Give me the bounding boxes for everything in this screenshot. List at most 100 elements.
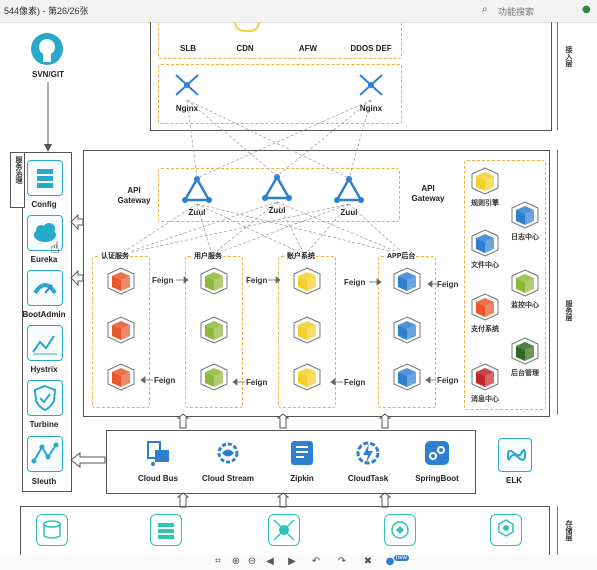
tool-label: Cloud Bus — [138, 474, 178, 483]
feign-label: Feign — [344, 278, 366, 287]
feign-label: Feign — [246, 276, 268, 285]
stream-icon[interactable] — [213, 438, 243, 468]
pin-icon[interactable]: ● — [582, 4, 591, 15]
sleuth-label: Sleuth — [31, 477, 57, 486]
feign-label: Feign — [437, 376, 459, 385]
service-column-infra — [464, 160, 546, 410]
more-icon[interactable]: ● — [385, 556, 395, 567]
database-icon[interactable] — [36, 514, 68, 546]
bootadmin-label: BootAdmin — [22, 310, 66, 319]
service-cube — [392, 266, 422, 296]
zipkin-icon[interactable] — [287, 438, 317, 468]
tool-label: CloudTask — [347, 474, 389, 483]
bus-icon[interactable] — [143, 438, 173, 468]
github-icon — [31, 33, 63, 65]
sleuth-icon[interactable] — [27, 436, 63, 472]
config-label: Config — [31, 200, 57, 209]
column-title-auth: 认证服务 — [100, 251, 130, 261]
connector-arrow — [44, 82, 52, 152]
delete-icon[interactable]: ✖ — [363, 556, 373, 567]
tools-box — [106, 430, 476, 494]
service-cube — [292, 266, 322, 296]
service-cube — [106, 266, 136, 296]
prev-icon[interactable]: ◀ — [266, 556, 274, 567]
ddos-label: DDOS DEF — [350, 44, 392, 53]
right-service-cube — [510, 336, 540, 366]
right-service-label: 规则引擎 — [471, 200, 499, 207]
right-service-label: 日志中心 — [511, 234, 539, 241]
storage-layer-box — [20, 506, 550, 565]
tool-label: SpringBoot — [415, 474, 459, 483]
tool-label: Zipkin — [290, 474, 314, 483]
bootadmin-icon[interactable] — [27, 270, 63, 306]
hystrix-icon[interactable] — [27, 325, 63, 361]
layer-divider — [557, 506, 558, 556]
redis-icon[interactable] — [150, 514, 182, 546]
zoom-in-icon[interactable]: ⊕ — [231, 556, 241, 567]
eureka-icon[interactable] — [27, 215, 63, 251]
task-icon[interactable] — [353, 438, 383, 468]
zoom-out-icon[interactable]: ⊖ — [247, 556, 257, 567]
service-cube — [292, 362, 322, 392]
turbine-icon[interactable] — [27, 380, 63, 416]
nginx-icon — [175, 74, 199, 96]
eureka-label: Eureka — [30, 255, 58, 264]
cursor-icon: ☝ — [50, 238, 60, 257]
access-layer-label: 接入层 — [565, 46, 572, 67]
zuul-label-2: Zuul — [268, 206, 286, 215]
nginx-label-1: Nginx — [175, 104, 199, 113]
right-service-label: 文件中心 — [471, 262, 499, 269]
zuul-icon — [182, 176, 212, 203]
slb-label: SLB — [180, 44, 196, 53]
gateway-left-1: API — [127, 186, 141, 195]
zuul-label-3: Zuul — [340, 208, 358, 217]
elk-label: ELK — [506, 476, 522, 485]
cdn-label: CDN — [236, 44, 254, 53]
right-service-cube — [470, 362, 500, 392]
next-icon[interactable]: ▶ — [288, 556, 296, 567]
service-layer-box — [83, 150, 550, 417]
springboot-icon[interactable] — [422, 438, 452, 468]
right-service-label: 消息中心 — [471, 396, 499, 403]
service-cube — [392, 315, 422, 345]
gateway-right-2: Gateway — [411, 194, 445, 203]
window-titlebar: 544像素) - 第26/26张 ⌕ 功能搜索 ● — [0, 0, 597, 23]
column-title-account: 账户系统 — [286, 251, 316, 261]
service-cube — [199, 315, 229, 345]
elk-icon[interactable] — [498, 438, 532, 472]
right-service-cube — [470, 228, 500, 258]
right-service-cube — [470, 292, 500, 322]
search-input[interactable]: 功能搜索 — [498, 7, 535, 17]
mq-icon[interactable] — [268, 514, 300, 546]
turbine-label: Turbine — [29, 420, 59, 429]
config-icon[interactable] — [27, 160, 63, 196]
access-items-box — [158, 22, 402, 59]
service-cube — [106, 315, 136, 345]
arrow-left-icon — [70, 452, 106, 468]
rotate-left-icon[interactable]: ↶ — [311, 556, 321, 567]
search-engine-icon[interactable] — [384, 514, 416, 546]
right-service-label: 支付系统 — [471, 326, 499, 333]
service-cube — [199, 362, 229, 392]
cluster-icon[interactable] — [490, 514, 522, 546]
layer-divider — [557, 22, 558, 130]
zuul-box — [158, 168, 400, 222]
viewer-toolbar: ⌗ ⊕ ⊖ ◀ ▶ ↶ ↷ ✖ ● new — [0, 555, 597, 570]
rotate-right-icon[interactable]: ↷ — [337, 556, 347, 567]
zuul-icon — [262, 174, 292, 201]
governance-label: 服务治理 — [15, 156, 22, 184]
governance-box — [22, 152, 72, 492]
hystrix-label: Hystrix — [30, 365, 58, 374]
search-icon[interactable]: ⌕ — [482, 4, 488, 15]
zuul-label-1: Zuul — [188, 208, 206, 217]
layer-divider — [557, 150, 558, 415]
new-badge: new — [394, 555, 410, 561]
column-title-app: APP后台 — [386, 251, 417, 261]
service-cube — [392, 362, 422, 392]
right-service-cube — [510, 268, 540, 298]
crop-icon[interactable]: ⌗ — [215, 556, 221, 567]
access-layer-box — [150, 22, 552, 131]
nginx-box — [158, 64, 402, 124]
nginx-icon — [359, 74, 383, 96]
